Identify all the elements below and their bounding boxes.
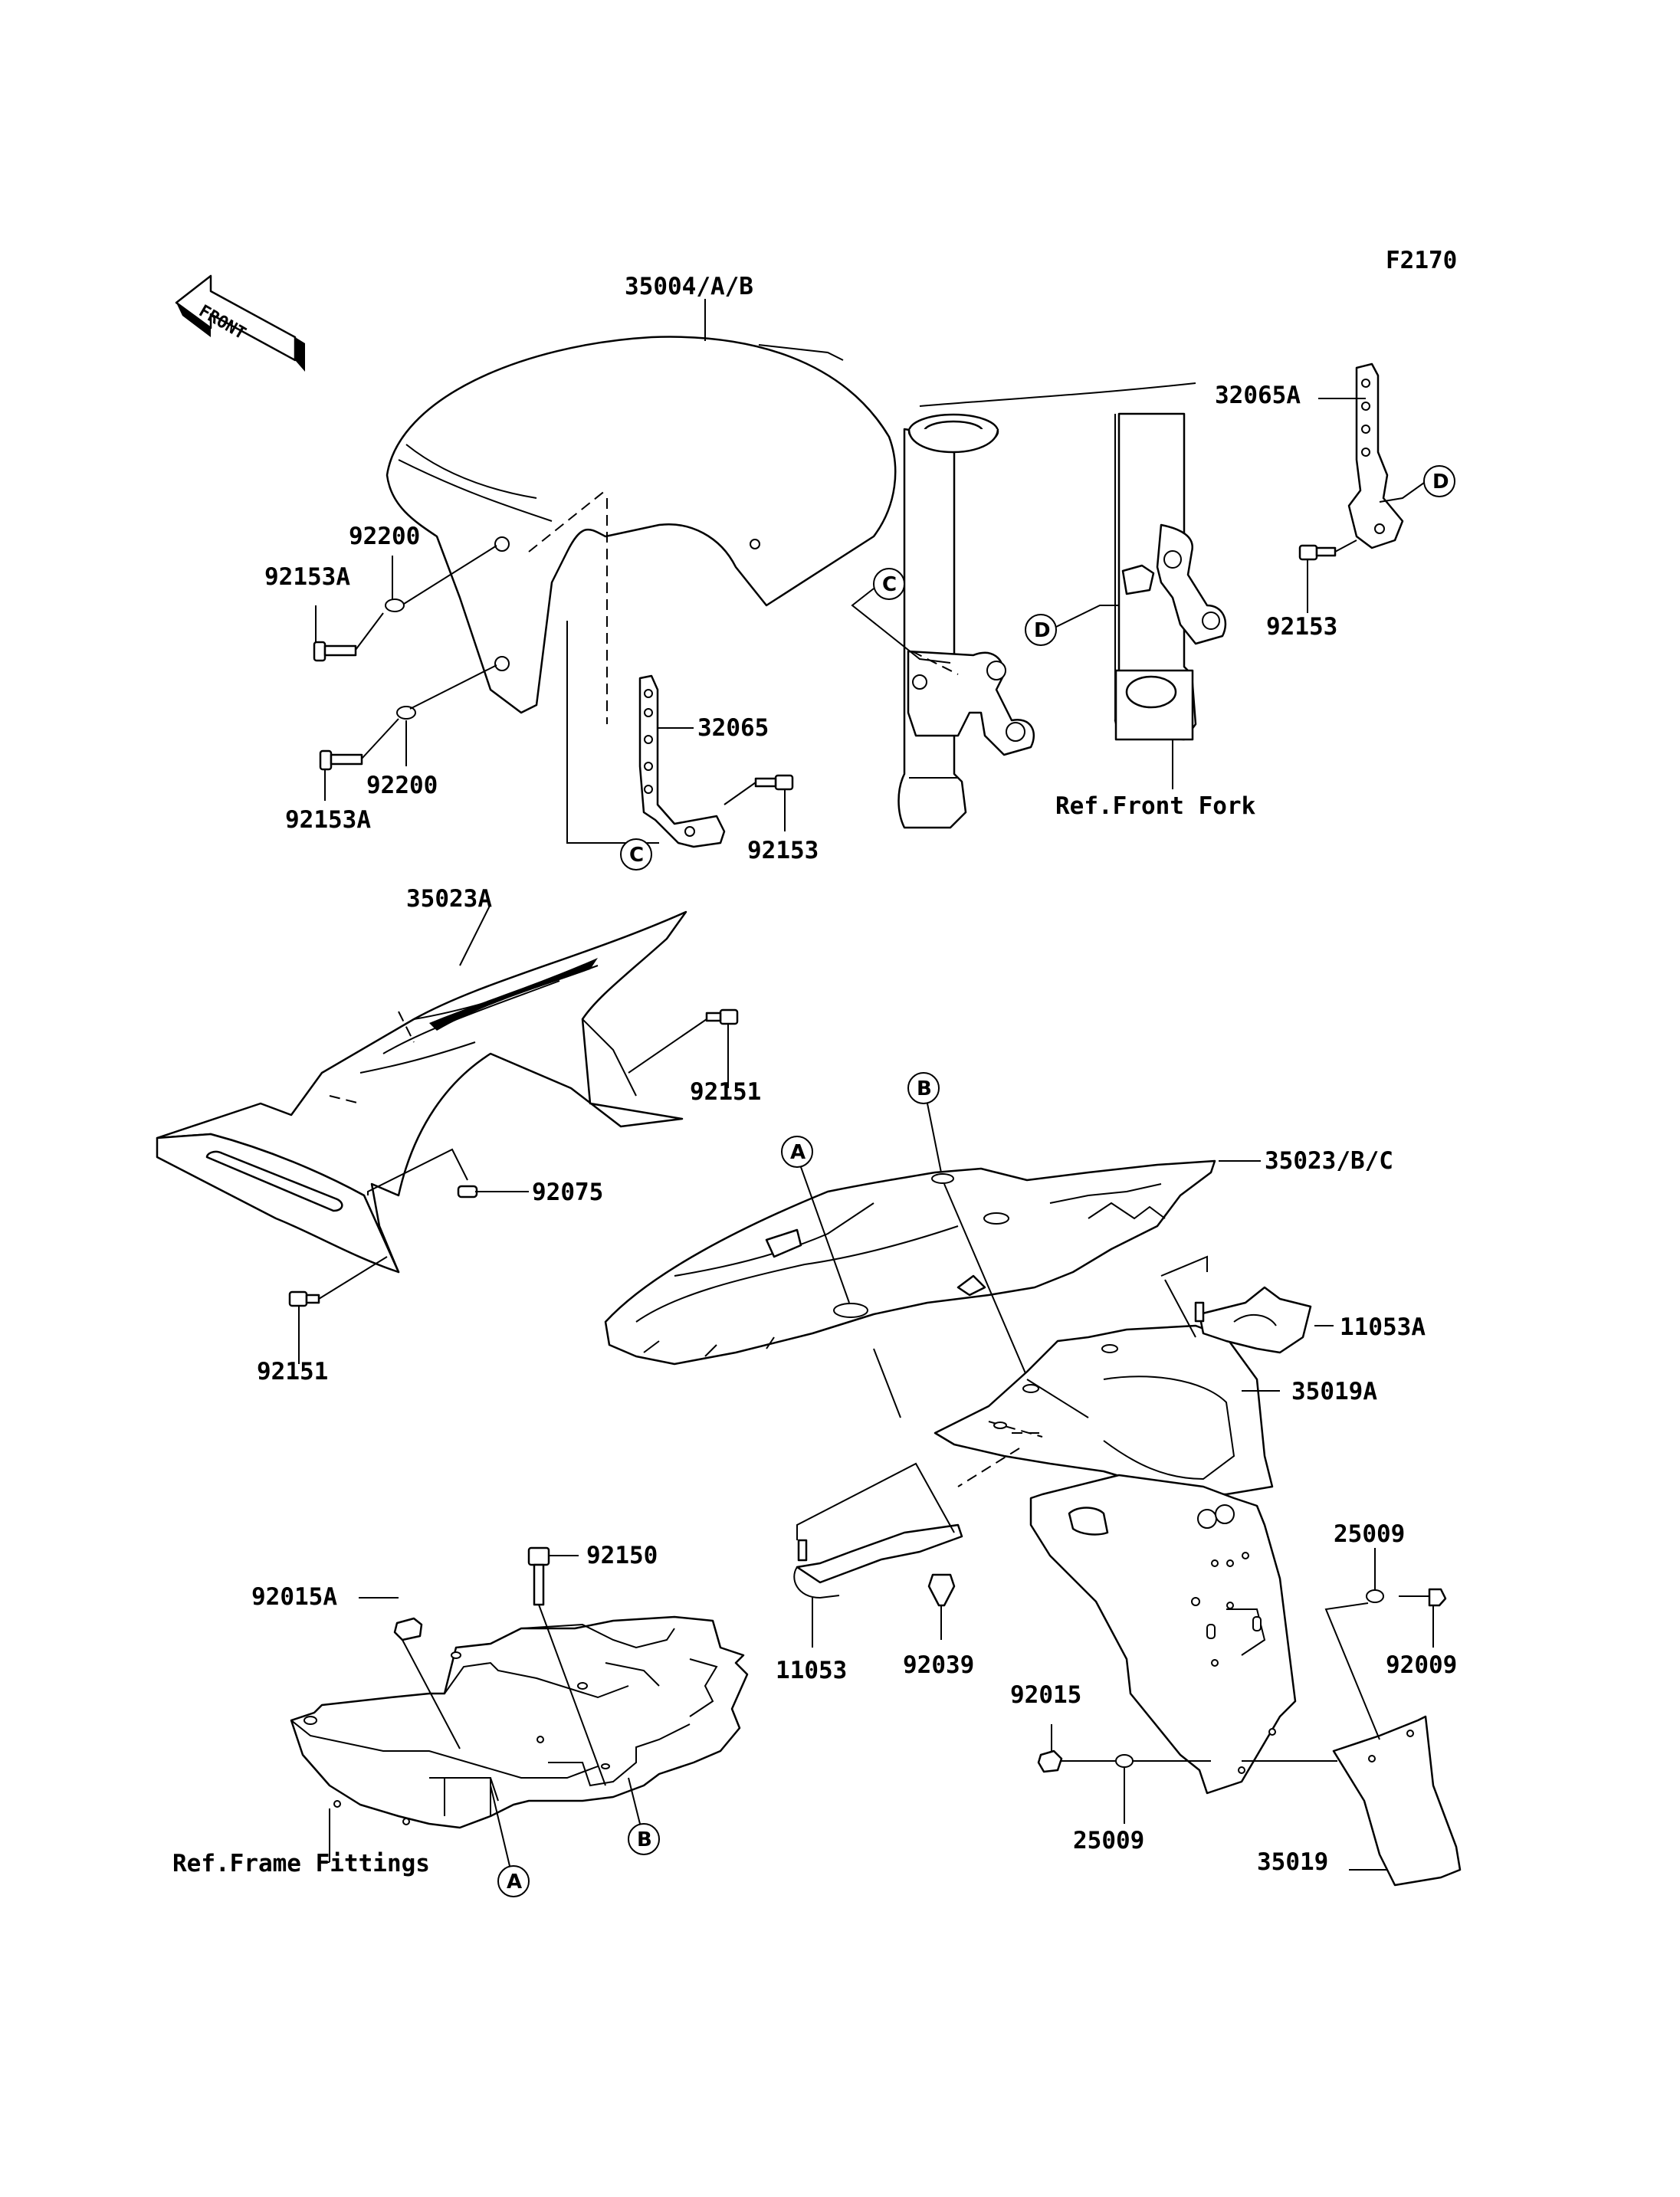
label-92200-upper: 92200: [349, 523, 420, 550]
label-32065: 32065: [697, 714, 769, 742]
rear-under-cover-35023BC: [604, 1159, 1261, 1366]
fork-right: [919, 382, 1227, 789]
bolt-92153-left: [724, 774, 794, 831]
callout-A-box: A: [490, 1785, 530, 1897]
bolt-92153A-lower: [319, 718, 399, 801]
front-fender: [386, 299, 897, 714]
mud-flap-35019: [1332, 1715, 1462, 1887]
label-92153A-lower: 92153A: [285, 806, 371, 834]
label-35019: 35019: [1257, 1848, 1328, 1876]
washer-92200-lower: [396, 664, 497, 766]
label-92015A: 92015A: [251, 1583, 337, 1611]
callout-D-fork: D: [1025, 564, 1155, 646]
label-11053A: 11053A: [1340, 1313, 1426, 1341]
label-92153A-upper: 92153A: [264, 563, 350, 591]
label-92075: 92075: [532, 1179, 603, 1206]
bolt-92151-lower: [288, 1256, 388, 1364]
frame-fitting-box: [290, 1615, 749, 1863]
bracket-32065: [566, 498, 726, 848]
label-92150: 92150: [586, 1542, 658, 1569]
rear-fender-35019A: [934, 1324, 1297, 1795]
label-35023BC: 35023/B/C: [1265, 1147, 1393, 1175]
nut-92015: [1037, 1724, 1115, 1773]
label-25009-upper: 25009: [1334, 1520, 1405, 1548]
bracket-11053: [793, 1462, 963, 1648]
callout-A-cover: A: [781, 1136, 850, 1303]
nut-92009: [1399, 1588, 1447, 1648]
fork-left: [897, 413, 1035, 829]
callout-C-bracket-letter: C: [629, 844, 644, 867]
callout-C-fork: C: [851, 568, 951, 664]
callout-D-fork-letter: D: [1034, 619, 1051, 642]
bolt-92150: [527, 1546, 606, 1786]
label-92200-lower: 92200: [366, 772, 438, 799]
label-11053: 11053: [776, 1657, 847, 1684]
washer-25009-upper: [1324, 1548, 1384, 1740]
label-92153-left: 92153: [747, 837, 819, 864]
callout-B-cover-letter: B: [917, 1077, 932, 1100]
callout-B-box-letter: B: [637, 1828, 652, 1851]
bolt-92151-upper: [628, 1008, 739, 1088]
label-92153-right: 92153: [1266, 613, 1337, 641]
fender-front-rear-35023A: [156, 903, 687, 1274]
clip-92075: [367, 1148, 529, 1199]
callout-D-bracket: D: [1379, 465, 1455, 503]
label-32065A: 32065A: [1215, 382, 1301, 409]
callout-lines-35019A: [873, 1255, 1208, 1418]
bracket-32065A: [1318, 362, 1404, 549]
nut-92015A: [359, 1597, 461, 1749]
callout-C-fork-letter: C: [882, 573, 897, 596]
label-35004AB: 35004/A/B: [625, 273, 753, 300]
label-35023A: 35023A: [406, 885, 492, 913]
label-ref-frame-fittings: Ref.Frame Fittings: [172, 1850, 430, 1877]
label-92009: 92009: [1386, 1651, 1457, 1679]
label-92151-lower: 92151: [257, 1358, 328, 1385]
label-92015: 92015: [1010, 1681, 1081, 1709]
bracket-11053A: [1194, 1286, 1334, 1354]
washer-25009-lower: [1115, 1754, 1337, 1824]
callout-D-bracket-letter: D: [1432, 471, 1449, 494]
label-92039: 92039: [903, 1651, 974, 1679]
front-arrow-icon: FRONT: [175, 274, 305, 372]
callout-A-cover-letter: A: [790, 1141, 806, 1164]
label-92151-upper: 92151: [690, 1078, 761, 1106]
bolt-92153-right: [1298, 539, 1357, 613]
label-25009-lower: 25009: [1073, 1827, 1144, 1854]
callout-C-bracket: C: [620, 838, 652, 871]
rivet-92039: [927, 1573, 956, 1640]
figure-code: F2170: [1386, 247, 1457, 274]
callout-A-box-letter: A: [507, 1871, 522, 1894]
label-35019A: 35019A: [1291, 1378, 1377, 1405]
bolt-92153A-upper: [313, 605, 384, 662]
callout-B-cover: B: [907, 1072, 1035, 1395]
label-ref-front-fork: Ref.Front Fork: [1055, 792, 1256, 820]
callout-B-box: B: [628, 1777, 660, 1855]
washer-92200-upper: [385, 545, 497, 612]
